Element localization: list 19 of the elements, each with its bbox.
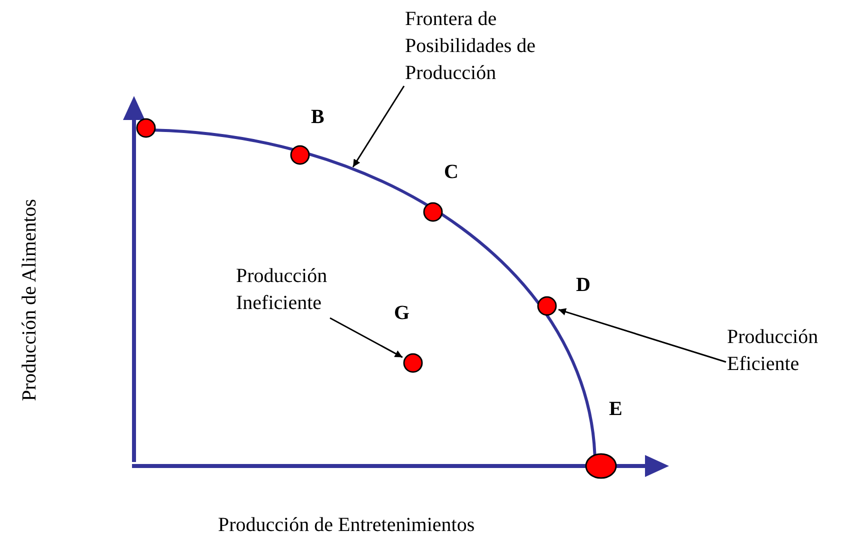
data-point (537, 296, 557, 316)
data-point (585, 453, 617, 479)
data-point (423, 202, 443, 222)
annotation-text: Frontera de Posibilidades de Producción (405, 6, 545, 87)
annotation-text: Producción Eficiente (727, 324, 853, 378)
data-point (136, 118, 156, 138)
point-label: C (444, 161, 458, 183)
leader-arrow (558, 308, 726, 363)
data-point (290, 145, 310, 165)
data-point (403, 353, 423, 373)
point-label: E (609, 398, 622, 420)
annotation-text: Producción Ineficiente (236, 263, 366, 317)
point-label: G (394, 302, 410, 324)
leader-arrow (330, 317, 403, 358)
point-label: B (311, 106, 324, 128)
leader-arrow (352, 86, 405, 168)
x-axis-title: Producción de Entretenimientos (218, 513, 475, 538)
point-label: D (576, 274, 590, 296)
y-axis-title: Producción de Alimentos (18, 198, 42, 402)
